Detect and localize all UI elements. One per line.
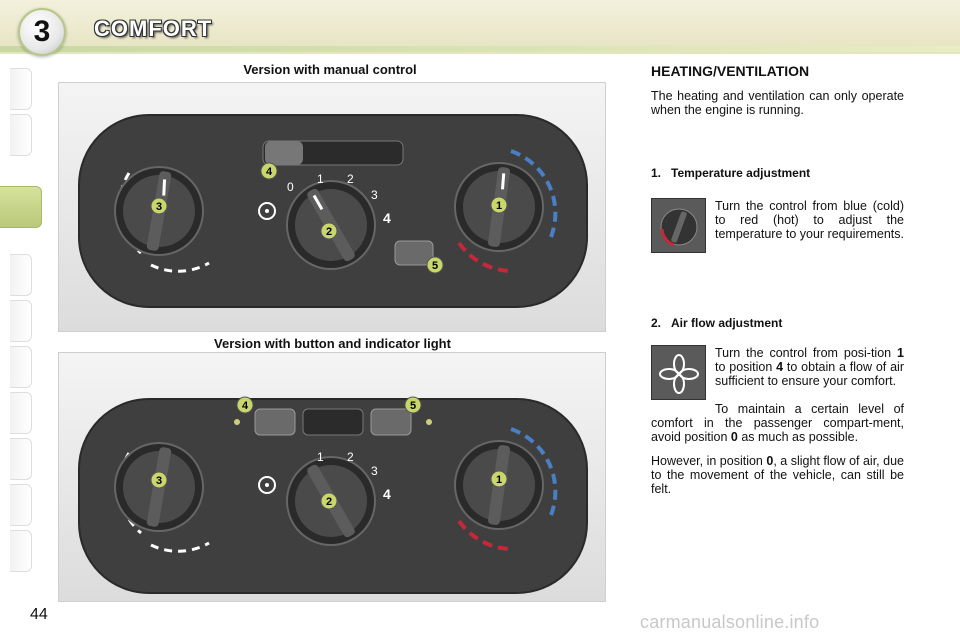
air-distribution-dial (114, 166, 210, 273)
header-stripe (0, 46, 960, 52)
item-2-paragraph-2: To maintain a certain level of comfort i… (651, 402, 904, 444)
callout-5-label: 5 (410, 400, 416, 412)
temperature-dial-thumbnail (651, 198, 706, 253)
callout-1 (490, 196, 508, 214)
chapter-title: COMFORT (94, 16, 213, 41)
chapter-side-tabs (0, 68, 42, 576)
callout-5-label: 5 (432, 260, 438, 272)
callout-2-label: 2 (326, 496, 332, 508)
fan-thumbnail (651, 345, 706, 400)
side-tab[interactable] (10, 530, 32, 572)
air-position-2: 2 (347, 450, 354, 464)
air-position-0: 0 (287, 180, 294, 194)
callout-2 (320, 492, 338, 510)
callout-2 (320, 222, 338, 240)
air-position-1: 1 (317, 450, 324, 464)
callout-3 (150, 471, 168, 489)
callout-4-label: 4 (242, 400, 249, 412)
side-tab-active[interactable] (0, 186, 42, 228)
manual-control-illustration: 0 1 2 3 4 3 2 (78, 114, 588, 308)
caption-button-indicator: Version with button and indicator light (214, 336, 451, 351)
callout-3 (150, 197, 168, 215)
button-control-illustration: 1 2 3 4 3 2 1 4 (78, 396, 588, 594)
recirculation-slider (265, 141, 303, 165)
callout-2-label: 2 (326, 226, 332, 238)
side-tab[interactable] (10, 484, 32, 526)
item-1-text: Turn the control from blue (cold) to red… (715, 199, 904, 241)
side-tab[interactable] (10, 254, 32, 296)
callout-1 (490, 470, 508, 488)
rear-screen-demist-button (394, 240, 434, 266)
callout-5 (426, 256, 444, 274)
callout-1-label: 1 (496, 474, 502, 486)
side-tab[interactable] (10, 438, 32, 480)
air-position-2: 2 (347, 172, 354, 186)
callout-3-label: 3 (156, 475, 162, 487)
recirculation-indicator-light (234, 419, 240, 425)
air-position-3: 3 (371, 188, 378, 202)
air-position-1: 1 (317, 172, 324, 186)
air-position-3: 3 (371, 464, 378, 478)
header-band (0, 0, 960, 54)
intro-text: The heating and ventilation can only ope… (651, 89, 904, 117)
air-position-4: 4 (383, 210, 391, 226)
side-tab[interactable] (10, 114, 32, 156)
caption-manual-control: Version with manual control (243, 62, 417, 77)
side-tab[interactable] (10, 346, 32, 388)
callout-4-label: 4 (266, 166, 273, 178)
air-position-4: 4 (383, 486, 391, 502)
fan-icon (258, 476, 276, 494)
callout-4 (236, 396, 254, 414)
side-tab[interactable] (10, 300, 32, 342)
recirculation-button (254, 408, 296, 436)
item-2-paragraph-3: However, in position 0, a slight flow of… (651, 454, 904, 496)
item-2-heading: 2. Air flow adjustment (651, 316, 783, 330)
section-title: HEATING/VENTILATION (651, 63, 810, 79)
rear-screen-demist-button (370, 408, 412, 436)
demist-indicator-light (426, 419, 432, 425)
chapter-number-badge: 3 (18, 8, 66, 56)
side-tab[interactable] (10, 392, 32, 434)
item-1-heading: 1. Temperature adjustment (651, 166, 811, 180)
centre-blank-panel (302, 408, 364, 436)
item-2-text: Turn the control from posi-tion 1 to pos… (715, 346, 904, 388)
callout-1-label: 1 (496, 200, 502, 212)
panel-manual-control: 0 1 2 3 4 3 2 (58, 82, 606, 332)
callout-4 (260, 162, 278, 180)
callout-3-label: 3 (156, 201, 162, 213)
watermark: carmanualsonline.info (640, 612, 820, 632)
page-number: 44 (30, 606, 48, 623)
panel-button-indicator: 1 2 3 4 3 2 1 4 (58, 352, 606, 602)
callout-5 (404, 396, 422, 414)
fan-icon (258, 202, 276, 220)
side-tab[interactable] (10, 68, 32, 110)
